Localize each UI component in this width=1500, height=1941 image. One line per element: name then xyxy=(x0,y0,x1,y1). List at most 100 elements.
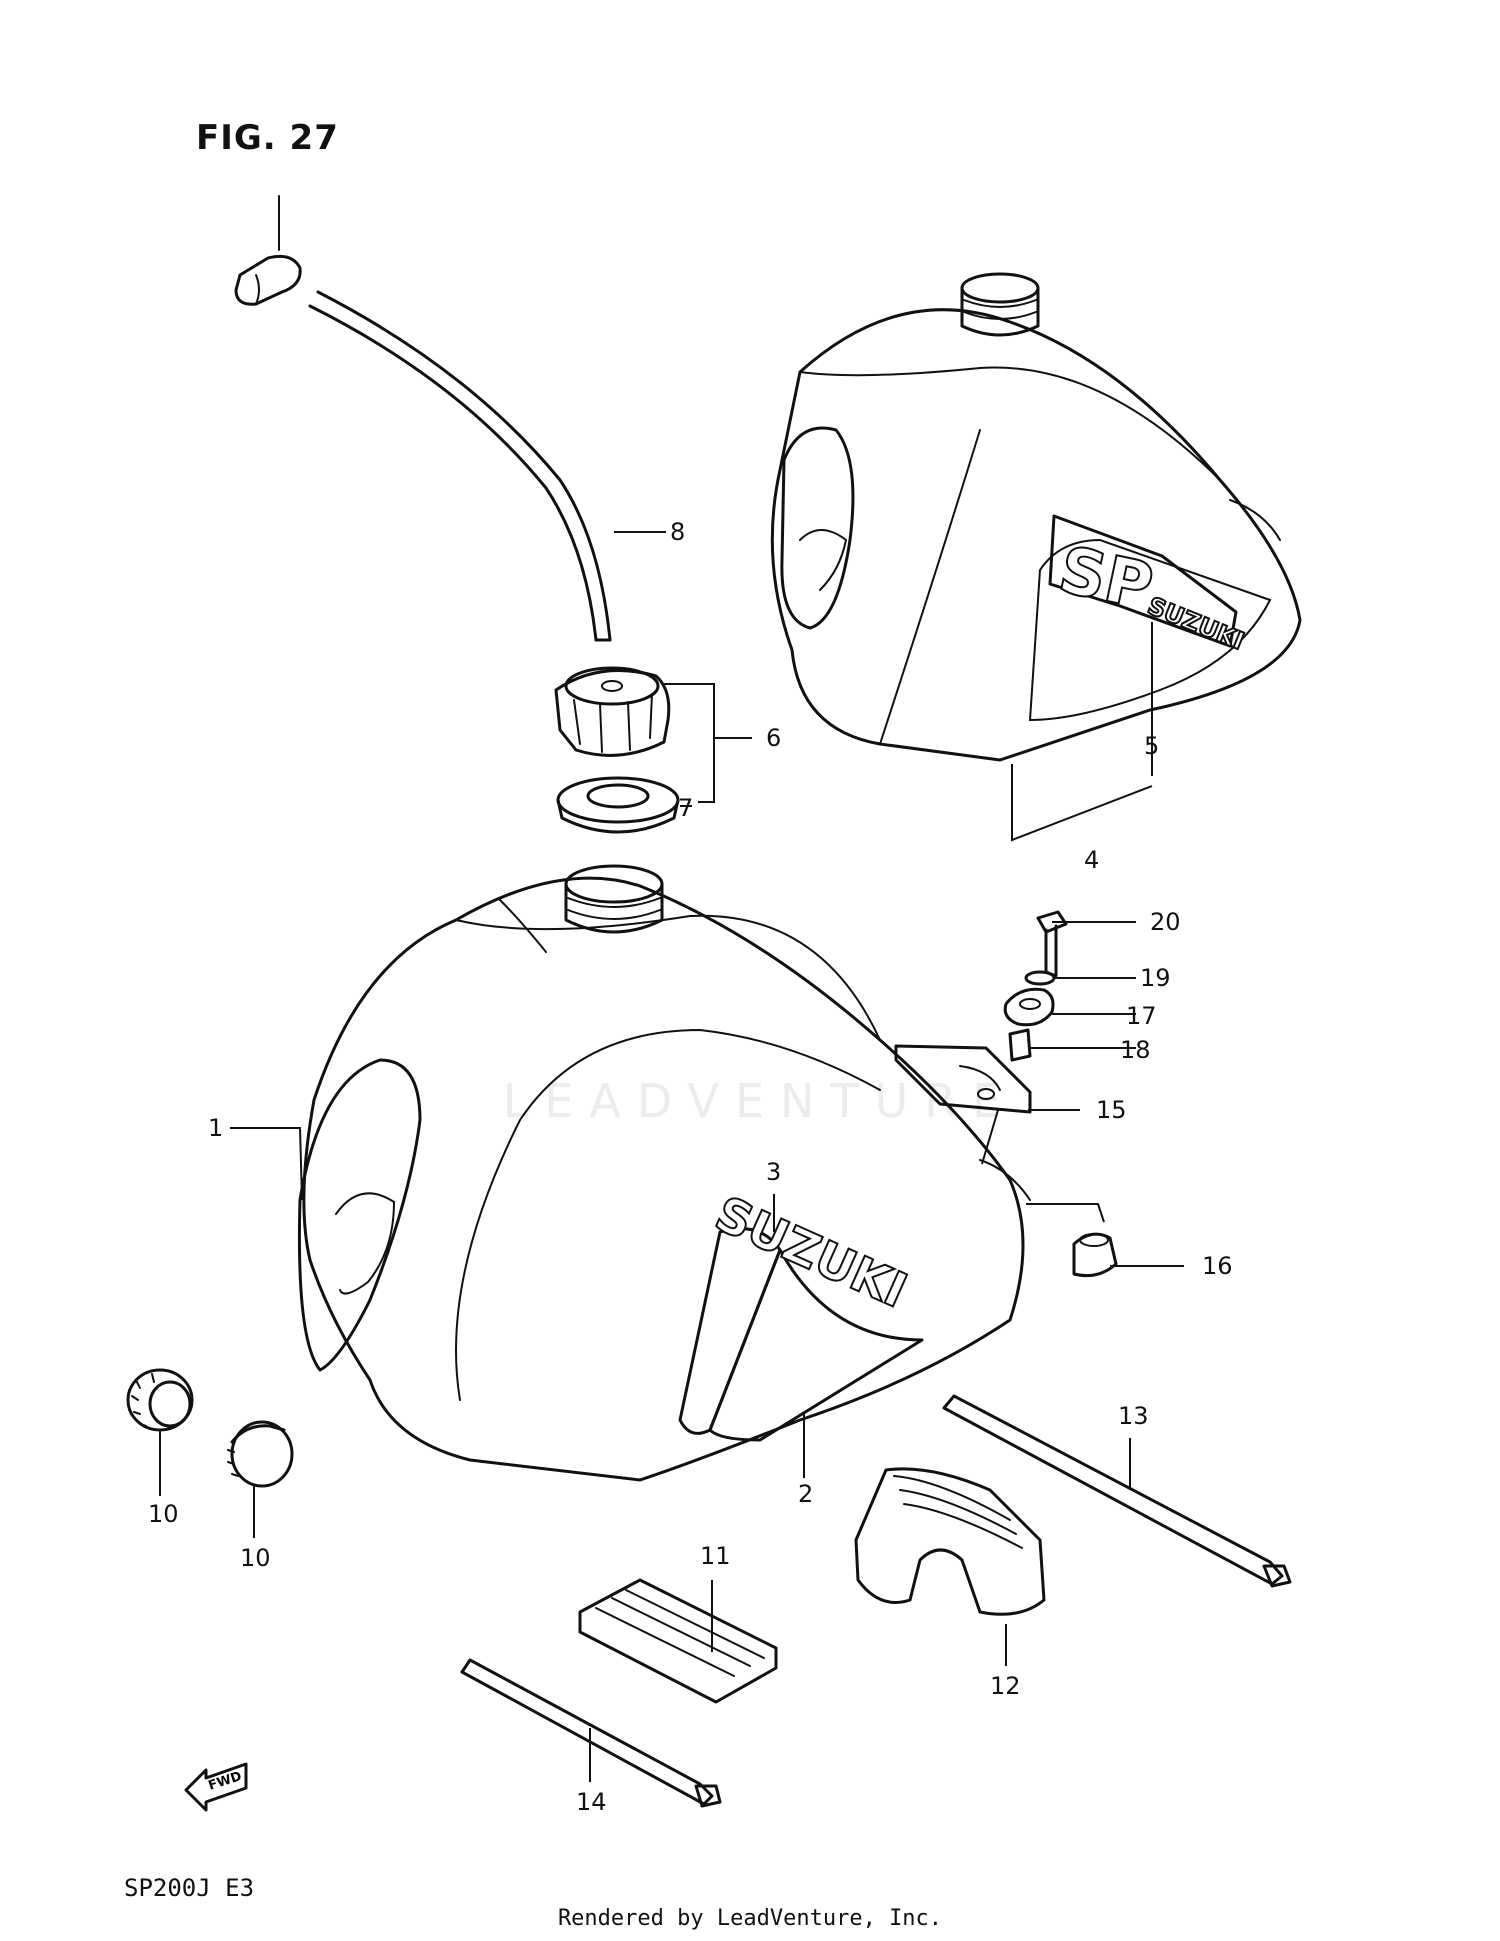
cable-tie-14-strap xyxy=(460,1658,714,1806)
bolt-head xyxy=(1036,910,1068,934)
upper-tank-panel xyxy=(1028,538,1272,722)
callout-11: 11 xyxy=(700,1542,731,1570)
cable-tie-13-strap xyxy=(942,1394,1284,1586)
lower-tank-neck-threads xyxy=(567,897,661,920)
hose-clamp xyxy=(234,254,302,306)
part-5-sp-decal: SP SUZUKI xyxy=(1048,514,1249,656)
gasket-inner xyxy=(586,783,650,809)
part-8-hose-clamp xyxy=(234,195,302,306)
cushion-b-rim xyxy=(230,1424,286,1444)
part-13-cable-tie xyxy=(942,1394,1292,1588)
upper-tank-crease xyxy=(879,429,981,745)
callout-labels: 8 6 7 5 4 20 19 17 18 15 16 1 3 2 13 10 … xyxy=(148,518,1233,1816)
part-10-cushion-b xyxy=(227,1420,294,1488)
callout-2: 2 xyxy=(798,1480,813,1508)
callout-12: 12 xyxy=(990,1672,1021,1700)
part-1-fuel-tank-lower xyxy=(297,864,1031,1482)
lower-tank-knee-recess xyxy=(297,1058,422,1372)
leader-16-bracket xyxy=(1026,1203,1105,1223)
lower-tank-hook xyxy=(335,1192,396,1295)
cushion-a-inner xyxy=(148,1380,192,1428)
fuel-cap-grips xyxy=(573,693,653,753)
upper-tank-filler-neck xyxy=(960,286,1040,337)
part-3-suzuki-decal: SUZUKI xyxy=(706,1185,916,1320)
part-2-emblem-panel xyxy=(678,1227,924,1442)
fuel-hose-outer xyxy=(316,290,612,642)
callout-20: 20 xyxy=(1150,908,1181,936)
part-10-cushion-a xyxy=(126,1368,194,1432)
cushion-a-teeth xyxy=(131,1373,155,1427)
fwd-arrow: FWD xyxy=(184,1762,248,1812)
part-18-collar xyxy=(1008,1028,1032,1062)
callout-10a: 10 xyxy=(148,1500,179,1528)
callout-1: 1 xyxy=(208,1114,223,1142)
sp-decal-brand: SUZUKI xyxy=(1144,592,1248,656)
part-15-bracket xyxy=(894,1044,1032,1114)
cushion-16-body xyxy=(1072,1232,1118,1278)
fwd-arrow-shape xyxy=(184,1762,248,1812)
lower-tank-front-line xyxy=(499,899,547,953)
callout-5: 5 xyxy=(1144,732,1159,760)
part-12-cover xyxy=(854,1467,1046,1616)
callout-18: 18 xyxy=(1120,1036,1151,1064)
upper-tank-hook xyxy=(799,529,848,591)
suzuki-decal-text: SUZUKI xyxy=(707,1186,915,1319)
upper-tank-mount-tab xyxy=(1229,499,1281,541)
lower-tank-body xyxy=(302,876,1025,1482)
figure-title: FIG. 27 xyxy=(196,118,339,158)
upper-tank-knee-recess xyxy=(780,426,855,630)
leader-lines xyxy=(159,531,1184,1782)
cable-tie-14-head xyxy=(694,1784,722,1808)
fuel-cap-body xyxy=(554,668,671,757)
upper-tank-ridge xyxy=(799,366,1221,481)
part-8-fuel-hose xyxy=(308,290,612,642)
lower-tank-filler-neck xyxy=(564,882,664,934)
gasket-side xyxy=(556,798,680,834)
part-11-pad xyxy=(578,1578,778,1704)
callout-10b: 10 xyxy=(240,1544,271,1572)
cushion-hole xyxy=(1019,998,1041,1010)
pad-body xyxy=(578,1578,778,1704)
hose-clamp-detail xyxy=(255,274,260,305)
bracket-plate xyxy=(894,1044,1032,1114)
upper-tank-neck-threads xyxy=(963,299,1037,320)
callout-4: 4 xyxy=(1084,846,1099,874)
bracket-tab xyxy=(959,1065,1001,1091)
cushion-body xyxy=(1003,987,1055,1027)
callout-8: 8 xyxy=(670,518,685,546)
lower-tank-filler-neck-top xyxy=(564,864,664,904)
fuel-cap-vent xyxy=(601,680,623,692)
leader-4-bracket xyxy=(1011,764,1153,842)
leader-1 xyxy=(230,1127,303,1201)
part-6-fuel-cap xyxy=(554,666,671,757)
sp-decal-badge: SP xyxy=(1053,533,1159,625)
part-4-fuel-tank-upper xyxy=(770,272,1302,762)
lower-tank-mount-tab xyxy=(979,1159,1031,1201)
callout-16: 16 xyxy=(1202,1252,1233,1280)
callout-19: 19 xyxy=(1140,964,1171,992)
part-16-cushion xyxy=(1072,1232,1118,1278)
cover-body xyxy=(854,1467,1046,1616)
callout-15: 15 xyxy=(1096,1096,1127,1124)
part-14-cable-tie xyxy=(460,1658,722,1808)
lower-tank-ridge xyxy=(455,914,881,1041)
washer xyxy=(1024,970,1056,986)
part-7-cap-gasket xyxy=(556,776,680,834)
cushion-b-outer xyxy=(230,1420,294,1488)
upper-tank-body xyxy=(770,308,1302,762)
part-19-washer xyxy=(1024,970,1056,986)
lower-tank-panel-edge xyxy=(455,1028,881,1401)
cushion-b-teeth xyxy=(227,1449,239,1477)
callout-17: 17 xyxy=(1126,1002,1157,1030)
part-17-cushion xyxy=(1003,987,1055,1027)
render-credit: Rendered by LeadVenture, Inc. xyxy=(557,1906,943,1931)
cover-ribs xyxy=(893,1475,1023,1549)
emblem-panel-right xyxy=(708,1248,924,1442)
fuel-hose-inner xyxy=(308,304,598,642)
collar-body xyxy=(1008,1028,1032,1062)
model-code: SP200J E3 xyxy=(124,1874,255,1902)
bracket-hole xyxy=(977,1088,995,1100)
cable-tie-13-head xyxy=(1262,1564,1292,1588)
